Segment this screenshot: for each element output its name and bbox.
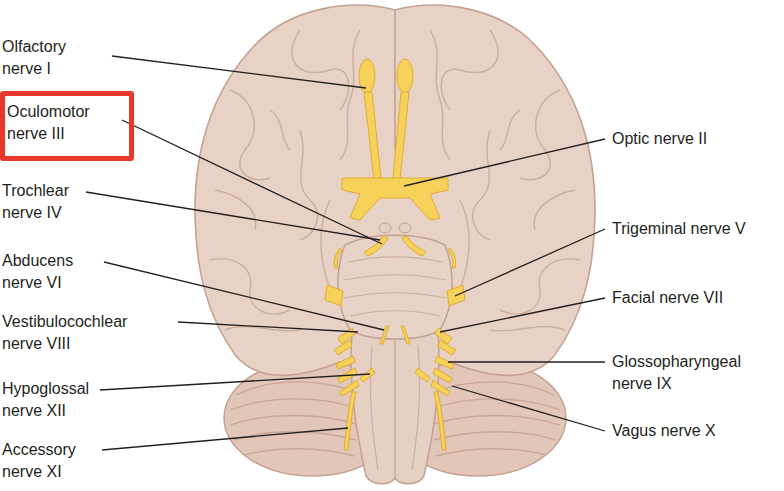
brainstem — [338, 223, 452, 484]
nerve-label: Optic nerve II — [612, 128, 778, 150]
leader-lines — [86, 56, 605, 450]
nerve-label: Trochlear nerve IV — [2, 180, 102, 224]
highlight-box: Oculomotor nerve III — [0, 91, 134, 161]
cerebrum — [195, 5, 595, 375]
nerve-label: Vagus nerve X — [612, 420, 778, 442]
nerve-label: Abducens nerve VI — [2, 250, 102, 294]
nerve-label: Glossopharyngeal nerve IX — [612, 351, 778, 395]
nerve-label: Facial nerve VII — [612, 287, 778, 309]
cranial-nerves — [325, 59, 465, 450]
nerve-label: Hypoglossal nerve XII — [2, 378, 114, 422]
nerve-label: Oculomotor nerve III — [7, 101, 119, 145]
nerve-label: Vestibulocochlear nerve VIII — [2, 311, 152, 355]
nerve-label: Accessory nerve XI — [2, 439, 102, 483]
nerve-label: Trigeminal nerve V — [612, 218, 778, 240]
nerve-label: Olfactory nerve I — [2, 36, 102, 80]
